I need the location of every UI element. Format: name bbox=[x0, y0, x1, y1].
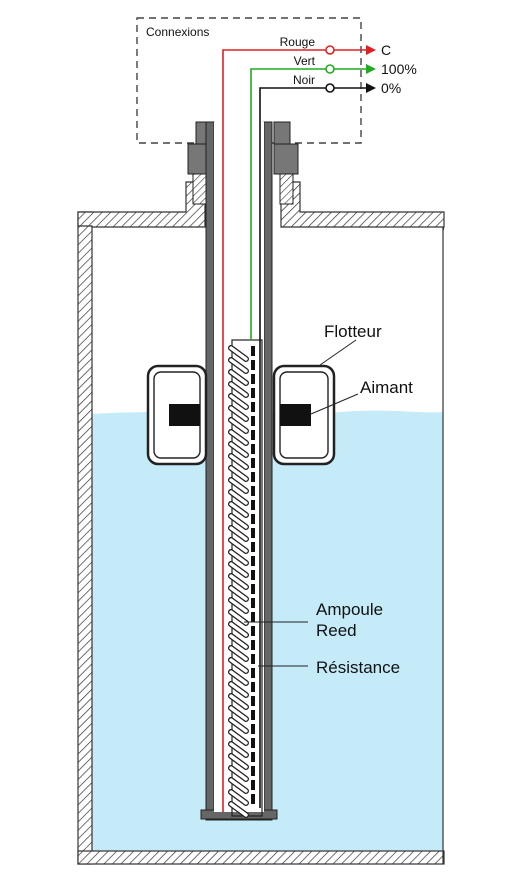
reed-capsule bbox=[229, 730, 248, 745]
tank-top-right bbox=[280, 181, 445, 228]
connections-title: Connexions bbox=[146, 25, 209, 39]
magnet-right bbox=[280, 404, 311, 426]
reed-capsule bbox=[229, 670, 248, 685]
reed-capsule bbox=[229, 682, 248, 697]
reed-capsule bbox=[229, 790, 248, 805]
reed-capsule bbox=[229, 490, 248, 505]
reed-capsule bbox=[229, 574, 248, 589]
reed-capsule bbox=[229, 658, 248, 673]
reed-capsule bbox=[229, 718, 248, 733]
terminal-label-c: C bbox=[381, 42, 391, 58]
reed-capsule bbox=[229, 778, 248, 793]
wire-label-red: Rouge bbox=[280, 35, 316, 49]
reed-capsule bbox=[229, 562, 248, 577]
reed-capsule bbox=[229, 586, 248, 601]
reed-capsule bbox=[229, 598, 248, 613]
tank bbox=[77, 181, 445, 865]
reed-switch-array bbox=[228, 345, 249, 818]
reed-capsule bbox=[229, 442, 248, 457]
label-resistor: Résistance bbox=[316, 658, 400, 677]
reed-capsule bbox=[229, 610, 248, 625]
float bbox=[146, 364, 336, 466]
label-float: Flotteur bbox=[324, 322, 382, 341]
tank-bottom-wall bbox=[77, 850, 445, 865]
magnet-left bbox=[169, 404, 200, 426]
reed-capsule bbox=[229, 706, 248, 721]
leader-float bbox=[319, 339, 357, 366]
tank-top-left bbox=[77, 181, 206, 228]
terminal-label-100: 100% bbox=[381, 61, 417, 77]
wire-label-black: Noir bbox=[293, 73, 315, 87]
reed-capsule bbox=[229, 406, 248, 421]
reed-capsule bbox=[229, 742, 248, 757]
reed-capsule bbox=[229, 514, 248, 529]
reed-capsule bbox=[229, 502, 248, 517]
reed-capsule bbox=[229, 430, 248, 445]
reed-capsule bbox=[229, 526, 248, 541]
reed-capsule bbox=[229, 622, 248, 637]
reed-capsule bbox=[229, 346, 248, 361]
reed-capsule bbox=[229, 466, 248, 481]
reed-capsule bbox=[229, 370, 248, 385]
reed-capsule bbox=[229, 754, 248, 769]
reed-capsule bbox=[229, 478, 248, 493]
reed-capsule bbox=[229, 550, 248, 565]
wire-red bbox=[222, 49, 330, 812]
reed-capsule bbox=[229, 454, 248, 469]
reed-capsule bbox=[229, 418, 248, 433]
reed-capsule bbox=[229, 766, 248, 781]
wire-black bbox=[259, 87, 330, 808]
reed-capsule bbox=[229, 646, 248, 661]
terminals bbox=[325, 45, 376, 93]
label-reed-2: Reed bbox=[316, 621, 357, 640]
reed-capsule bbox=[229, 634, 248, 649]
wire-green bbox=[250, 68, 330, 340]
reed-capsule bbox=[229, 802, 248, 817]
leader-magnet bbox=[310, 393, 359, 415]
wire-label-green: Vert bbox=[294, 54, 316, 68]
reed-capsule bbox=[229, 382, 248, 397]
label-magnet: Aimant bbox=[360, 378, 413, 397]
reed-capsule bbox=[229, 538, 248, 553]
reed-capsule bbox=[229, 694, 248, 709]
tank-left-wall bbox=[77, 211, 93, 865]
terminal-label-0: 0% bbox=[381, 80, 401, 96]
label-reed-1: Ampoule bbox=[316, 600, 383, 619]
reed-capsule bbox=[229, 358, 248, 373]
reed-capsule bbox=[229, 394, 248, 409]
